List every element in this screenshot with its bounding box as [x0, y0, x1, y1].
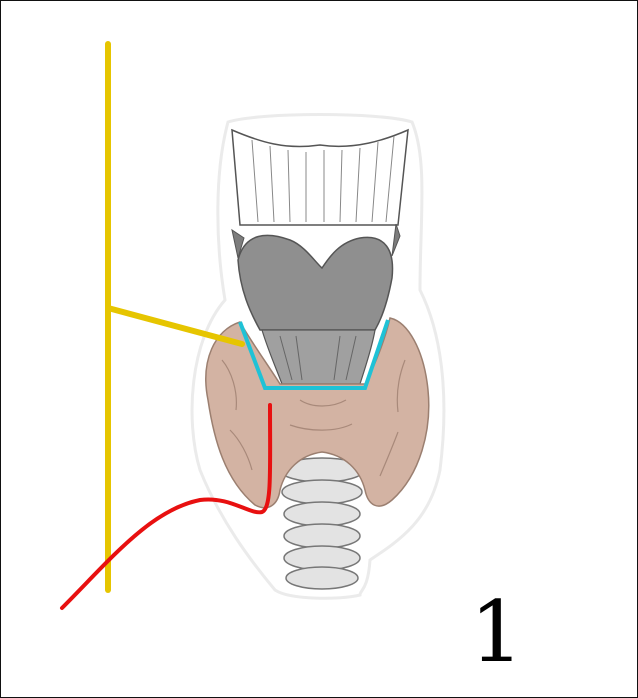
panel-number: 1 [470, 590, 523, 674]
cricothyroid-muscle [262, 330, 375, 384]
thyrohyoid-membrane [232, 130, 408, 225]
